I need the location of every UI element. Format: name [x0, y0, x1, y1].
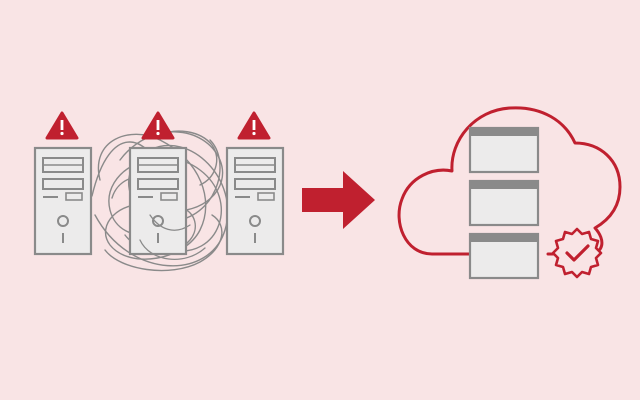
rack-unit-1 — [468, 126, 540, 174]
arrow-right-icon — [302, 171, 375, 229]
server-tower-2 — [128, 146, 188, 256]
server-tower-3 — [225, 146, 285, 256]
warning-triangle-icon — [237, 111, 271, 140]
verified-badge-icon — [551, 227, 603, 279]
warning-triangle-icon — [141, 111, 175, 140]
rack-unit-3 — [468, 232, 540, 280]
tangled-cables-front — [139, 214, 206, 260]
server-tower-1 — [33, 146, 93, 256]
rack-unit-2 — [468, 179, 540, 227]
warning-triangle-icon — [45, 111, 79, 140]
